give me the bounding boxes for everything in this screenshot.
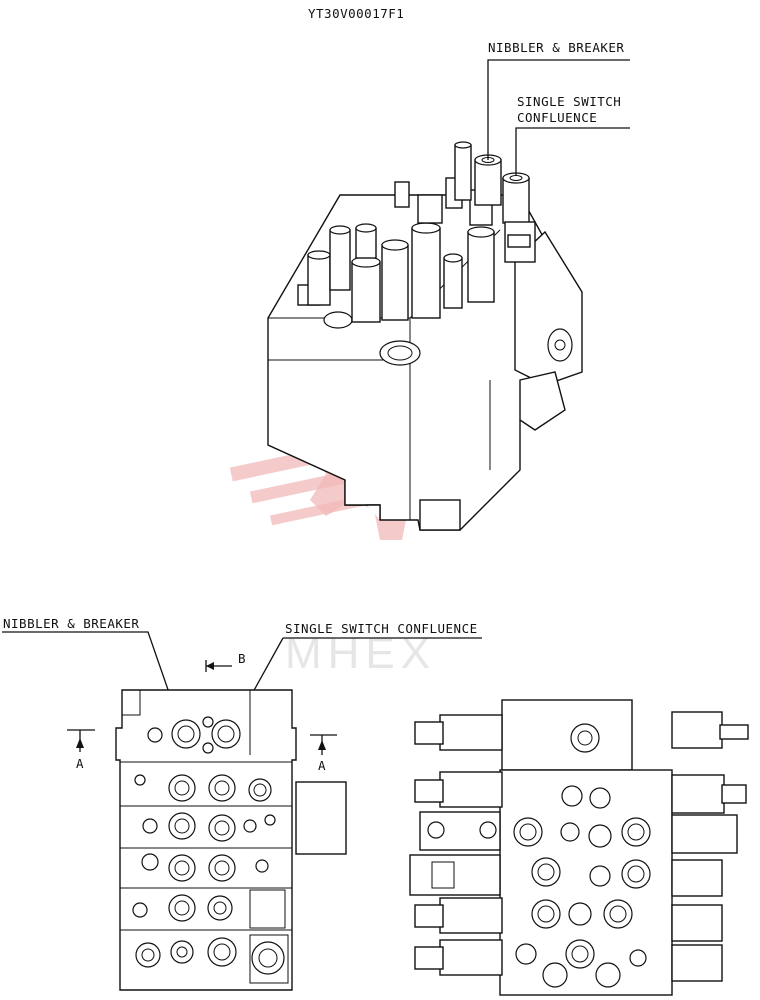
iso-label-nibbler-breaker: NIBBLER & BREAKER <box>488 40 624 55</box>
leader-nibbler-breaker-iso <box>487 59 630 160</box>
side-view-left-spools <box>409 714 503 976</box>
nibbler-breaker-valve <box>454 141 502 206</box>
section-a-right-label: A <box>318 758 326 773</box>
section-b-top-label: B <box>238 651 246 666</box>
side-view-right-spools <box>671 711 749 982</box>
iso-label-single-switch: SINGLE SWITCH <box>517 94 621 109</box>
watermark-text: MHEX <box>285 629 436 678</box>
top-view-label-nibbler-breaker: NIBBLER & BREAKER <box>3 616 139 631</box>
top-view-ports <box>132 716 285 975</box>
section-a-left-label: A <box>76 756 84 771</box>
iso-label-confluence: CONFLUENCE <box>517 110 597 125</box>
side-view <box>409 699 749 996</box>
top-view-label-single-switch-confluence: SINGLE SWITCH CONFLUENCE <box>285 621 478 636</box>
leader-single-switch-iso <box>515 127 630 176</box>
top-view: NIBBLER & BREAKER SINGLE SWITCH CONFLUEN… <box>2 616 482 991</box>
drawing-code: YT30V00017F1 <box>308 6 404 21</box>
spool-posts <box>297 177 495 323</box>
isometric-valve-block <box>267 141 583 531</box>
side-view-ports <box>513 785 651 988</box>
single-switch-confluence-valve <box>502 172 536 263</box>
